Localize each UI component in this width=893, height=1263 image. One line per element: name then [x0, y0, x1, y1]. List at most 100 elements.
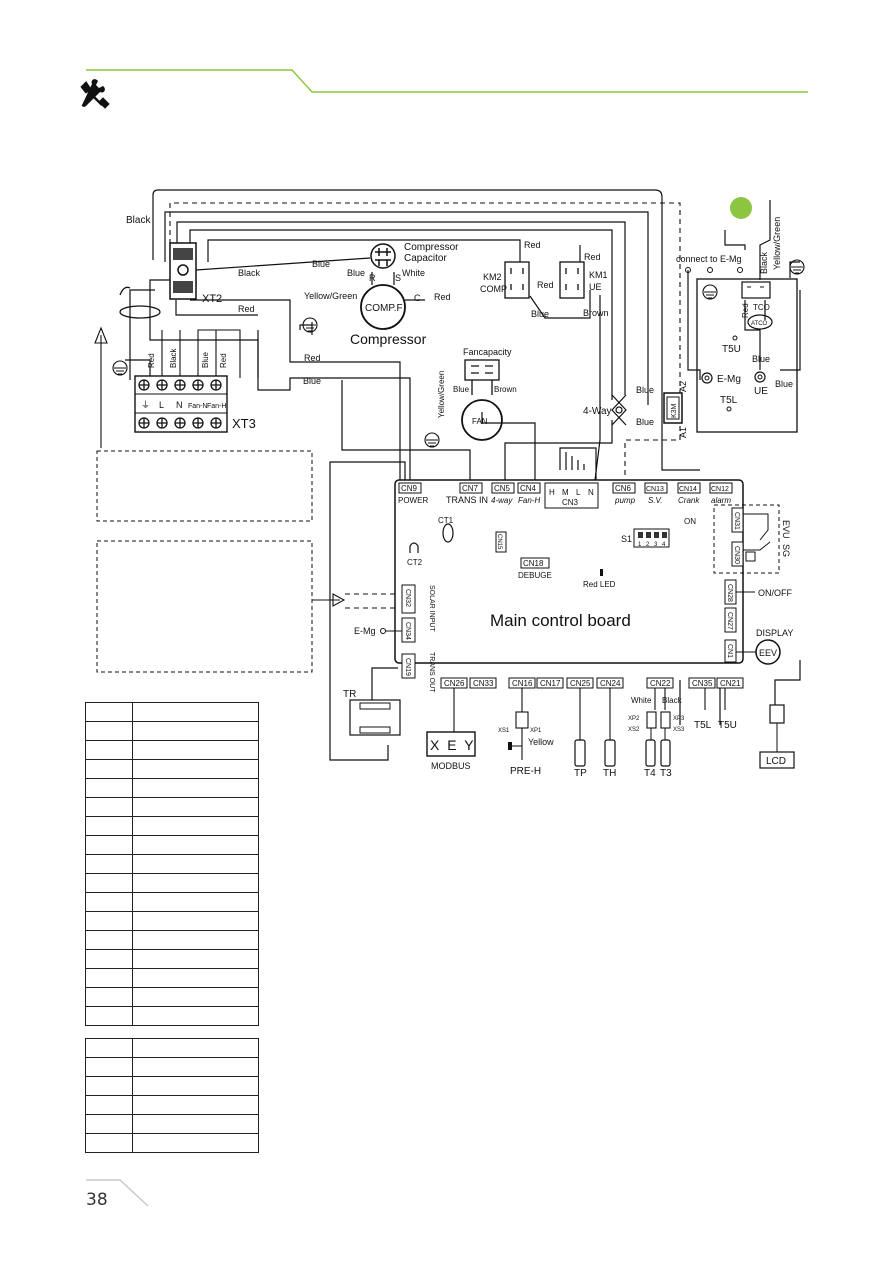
s1-num-3: 3 [654, 542, 658, 548]
relay-km2 [504, 261, 530, 299]
cn19-sub: TRANS OUT [428, 652, 435, 693]
wire-red-5: Red [238, 304, 255, 314]
xp3-label: XP3 [673, 716, 685, 722]
tr-label: TR [343, 689, 356, 700]
t4-label: T4 [644, 768, 656, 779]
xs2-label: XS2 [628, 727, 640, 733]
four-way-valve [611, 394, 627, 426]
yellow-label: Yellow [528, 737, 554, 747]
note-box-1 [96, 450, 313, 522]
compressor-title: Compressor [350, 331, 427, 347]
xp2-label: XP2 [628, 716, 640, 722]
cn15-label: CN15 [496, 534, 502, 550]
cn5-label: CN5 [494, 484, 511, 493]
s1-label: S1 [621, 534, 632, 544]
wire-white: White [402, 268, 425, 278]
lcd-display [759, 751, 795, 769]
km1-sub: UE [589, 282, 602, 292]
a1-label: A1 [678, 427, 688, 438]
s1-num-1: 1 [638, 542, 642, 548]
th-sensor [604, 739, 616, 767]
status-dot [730, 197, 752, 219]
bottom-connectors [440, 677, 744, 689]
cn35-label: CN35 [692, 679, 713, 688]
red-led [600, 569, 603, 576]
main-control-board [394, 479, 744, 664]
modbus-key-label: X E Y [430, 737, 476, 753]
fan-motor [461, 399, 503, 441]
compressor-pin-s: S [395, 273, 401, 283]
wire-brown-km: Brown [583, 308, 609, 318]
legend-table-2 [85, 1038, 259, 1153]
ct1-label: CT1 [438, 516, 454, 525]
cn34-label: CN34 [404, 622, 411, 640]
fan-capacity-label: Fancapacity [463, 347, 512, 357]
cn18-label: CN18 [523, 559, 544, 568]
cn3-connector [544, 482, 599, 509]
sg-label: SG [781, 544, 791, 557]
cn16-label: CN16 [512, 679, 533, 688]
e-mg-right-label: E-Mg [717, 374, 741, 385]
wire-brown-fan: Brown [494, 385, 517, 394]
xs1-label: XS1 [498, 728, 510, 734]
four-way-label: 4-Way [583, 406, 612, 417]
wire-blue-1: Blue [312, 259, 330, 269]
cn31-label: CN31 [733, 512, 740, 530]
cn17-label: CN17 [540, 679, 561, 688]
modbus-label: MODBUS [431, 761, 471, 771]
xt3-fan-h-label: Fan-H [207, 403, 226, 410]
lcd-label: LCD [766, 756, 786, 767]
compressor-unit-label: COMP.F [365, 303, 403, 314]
ct2-sensor [409, 542, 419, 553]
cn13-sub: S.V. [648, 496, 663, 505]
cn24-label: CN24 [600, 679, 621, 688]
k3m-label: K3M [671, 403, 678, 418]
transformer [349, 699, 401, 736]
xt2-label: XT2 [202, 293, 222, 305]
cn27-label: CN27 [726, 612, 733, 630]
cn4-label: CN4 [520, 484, 537, 493]
km2-sub: COMP [480, 284, 507, 294]
relay-km1 [559, 261, 585, 299]
black-label: Black [662, 696, 683, 705]
ue-right-label: UE [754, 386, 768, 397]
cn6-sub: pump [614, 496, 636, 505]
xt3-l-label: L [159, 400, 164, 410]
pre-h-plug [515, 711, 529, 729]
s1-num-4: 4 [662, 542, 666, 548]
xp1-label: XP1 [530, 728, 542, 734]
legend-table-1 [85, 702, 259, 1026]
wire-yellow-green-2: Yellow/Green [437, 371, 446, 418]
on-off-label: ON/OFF [758, 588, 792, 598]
wire-red-6: Red [304, 353, 321, 363]
cn32-label: CN32 [404, 589, 411, 607]
wire-red-1: Red [524, 240, 541, 250]
t5u-right-label: T5U [722, 344, 741, 355]
wire-black-1: Black [126, 215, 151, 226]
cn3-pin-l: L [576, 488, 581, 497]
right-blue-2: Blue [775, 379, 793, 389]
wire-blue-valve-1: Blue [636, 385, 654, 395]
tools-icon [80, 79, 110, 109]
atco-label: ATCO [751, 321, 768, 327]
note-box-2 [96, 540, 313, 673]
wire-red-3: Red [434, 292, 451, 302]
cn3-pin-n: N [588, 488, 594, 497]
cn25-label: CN25 [570, 679, 591, 688]
cn32-sub: SOLAR INPUT [428, 585, 435, 632]
cn12-sub: alarm [711, 496, 731, 505]
wire-red-4: Red [537, 280, 554, 290]
cn1-label: CN1 [726, 644, 733, 658]
fan-capacitor [464, 359, 500, 395]
compressor-pin-c: C [414, 293, 421, 303]
xs3-label: XS3 [673, 727, 685, 733]
top-connectors [398, 482, 733, 494]
xt3-ground-terminal: ⏚ [141, 400, 150, 410]
xt2-block [169, 242, 197, 300]
t5l-right-label: T5L [720, 395, 738, 406]
ct1-sensor [442, 523, 454, 543]
xt3-wire-red-2: Red [219, 353, 228, 368]
cn7-sub: TRANS IN [446, 495, 488, 505]
tco-label: TCO [753, 303, 770, 312]
cn7-label: CN7 [462, 484, 479, 493]
